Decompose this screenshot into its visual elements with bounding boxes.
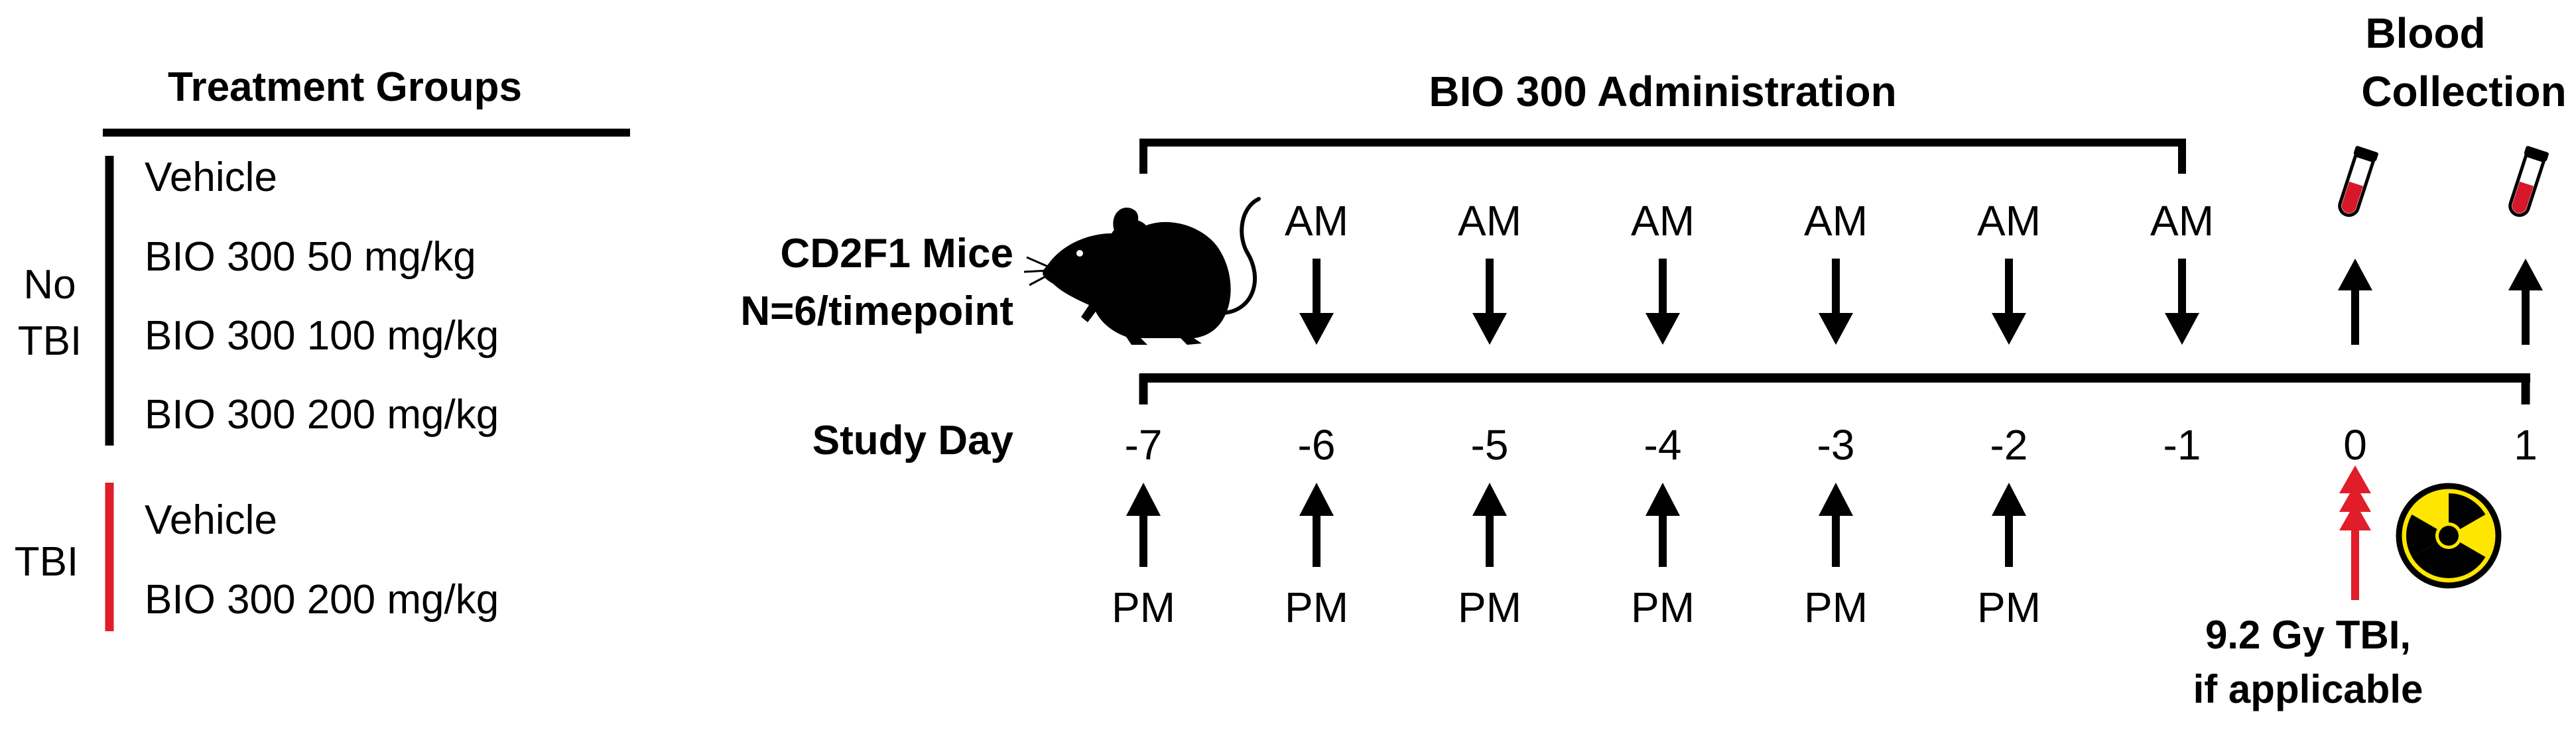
- day-label: 0: [2343, 421, 2367, 469]
- day-label: 1: [2514, 421, 2538, 469]
- am-dose: AM: [2150, 197, 2214, 345]
- study-day-label: Study Day: [812, 418, 1014, 463]
- am-dose: AM: [1631, 197, 1695, 345]
- day-labels: -7 -6 -5 -4 -3 -2 -1 0 1: [1125, 421, 2538, 469]
- blood-collection-label-line2: Collection: [2361, 68, 2566, 115]
- am-dose: AM: [1977, 197, 2041, 345]
- am-label: AM: [1458, 197, 1521, 245]
- tbi-item: Vehicle: [145, 497, 277, 543]
- pm-dosing: PM PM PM PM PM: [1112, 483, 2041, 631]
- down-arrow-icon: [2165, 313, 2199, 345]
- timeline-axis: [1139, 373, 2530, 404]
- pm-dose: PM: [1285, 483, 1348, 631]
- am-dosing: AM AM AM AM AM: [1285, 197, 2214, 345]
- day-label: -2: [1990, 421, 2028, 469]
- up-arrow-icon: [1645, 483, 1680, 516]
- up-arrow-icon: [2339, 503, 2371, 530]
- up-arrow-icon: [2338, 259, 2372, 290]
- administration-label: BIO 300 Administration: [1429, 68, 1896, 115]
- down-arrow-icon: [1299, 313, 1334, 345]
- no-tbi-group: No TBI Vehicle BIO 300 50 mg/kg BIO 300 …: [18, 154, 499, 446]
- up-arrow-icon: [2339, 484, 2371, 512]
- down-arrow-icon: [1819, 313, 1853, 345]
- timeline-panel: BIO 300 Administration Blood Collection …: [740, 9, 2566, 711]
- no-tbi-item: BIO 300 100 mg/kg: [145, 313, 499, 359]
- pm-label: PM: [1458, 583, 1521, 631]
- mice-label-line1: CD2F1 Mice: [781, 231, 1013, 276]
- blood-collection-label-line1: Blood: [2365, 9, 2485, 57]
- up-arrow-icon: [1472, 483, 1507, 516]
- tbi-group: TBI Vehicle BIO 300 200 mg/kg: [15, 483, 499, 631]
- blood-tube-icon: [2338, 146, 2378, 217]
- day-label: -7: [1125, 421, 1163, 469]
- down-arrow-icon: [1992, 313, 2026, 345]
- blood-collection: [2338, 146, 2549, 345]
- am-dose: AM: [1285, 197, 1348, 345]
- pm-dose: PM: [1112, 483, 1175, 631]
- am-label: AM: [1631, 197, 1695, 245]
- pm-dose: PM: [1631, 483, 1695, 631]
- tbi-item: BIO 300 200 mg/kg: [145, 577, 499, 623]
- am-label: AM: [1977, 197, 2041, 245]
- am-dose: AM: [1458, 197, 1521, 345]
- administration-bracket: BIO 300 Administration: [1139, 68, 2186, 174]
- mouse-icon: [1023, 197, 1261, 345]
- pm-label: PM: [1631, 583, 1695, 631]
- day-label: -5: [1471, 421, 1509, 469]
- blood-collection-event: [2338, 146, 2378, 345]
- irradiation-label-line2: if applicable: [2193, 667, 2423, 711]
- pm-dose: PM: [1977, 483, 2041, 631]
- am-label: AM: [1804, 197, 1868, 245]
- blood-tube-icon: [2508, 146, 2549, 217]
- up-arrow-icon: [1126, 483, 1161, 516]
- treatment-groups-panel: Treatment Groups No TBI Vehicle BIO 300 …: [15, 64, 630, 631]
- up-arrow-icon: [2339, 465, 2371, 493]
- no-tbi-item: BIO 300 50 mg/kg: [145, 234, 476, 280]
- no-tbi-item: BIO 300 200 mg/kg: [145, 392, 499, 438]
- tbi-label: TBI: [15, 539, 78, 585]
- am-dose: AM: [1804, 197, 1868, 345]
- no-tbi-label-line2: TBI: [18, 318, 82, 364]
- up-arrow-icon: [1299, 483, 1334, 516]
- am-label: AM: [1285, 197, 1348, 245]
- am-label: AM: [2150, 197, 2214, 245]
- pm-dose: PM: [1804, 483, 1868, 631]
- day-label: -3: [1817, 421, 1855, 469]
- irradiation-label-line1: 9.2 Gy TBI,: [2205, 613, 2411, 657]
- radiation-icon: [2396, 483, 2502, 589]
- treatment-groups-title: Treatment Groups: [168, 64, 522, 110]
- pm-label: PM: [1112, 583, 1175, 631]
- mice-label-line2: N=6/timepoint: [740, 288, 1013, 334]
- pm-label: PM: [1804, 583, 1868, 631]
- down-arrow-icon: [1645, 313, 1680, 345]
- up-arrow-icon: [2508, 259, 2543, 290]
- up-arrow-icon: [1819, 483, 1853, 516]
- down-arrow-icon: [1472, 313, 1507, 345]
- day-label: -4: [1644, 421, 1682, 469]
- pm-label: PM: [1285, 583, 1348, 631]
- blood-collection-event: [2508, 146, 2549, 345]
- day-label: -1: [2163, 421, 2201, 469]
- no-tbi-item: Vehicle: [145, 154, 277, 200]
- pm-dose: PM: [1458, 483, 1521, 631]
- pm-label: PM: [1977, 583, 2041, 631]
- up-arrow-icon: [1992, 483, 2026, 516]
- irradiation-event: 9.2 Gy TBI, if applicable: [2193, 465, 2502, 711]
- no-tbi-label-line1: No: [23, 262, 76, 308]
- day-label: -6: [1298, 421, 1336, 469]
